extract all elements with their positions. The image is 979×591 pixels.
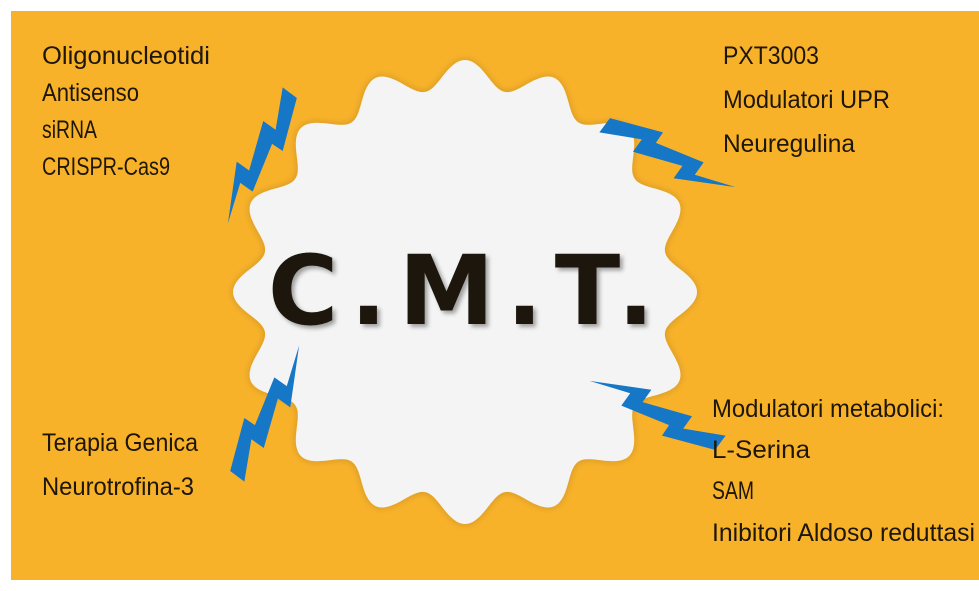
group-bottom-right: Modulatori metabolici: L-Serina SAM Inib… <box>712 395 975 547</box>
list-item: Modulatori metabolici: <box>712 395 944 423</box>
list-item: CRISPR-Cas9 <box>42 153 170 181</box>
group-top-left: Oligonucleotidi Antisenso siRNA CRISPR-C… <box>42 42 210 181</box>
center-title: C.M.T. <box>268 235 666 347</box>
lightning-bolt-icon-bottom-left <box>230 345 300 482</box>
group-top-right: PXT3003 Modulatori UPR Neuregulina <box>723 42 890 158</box>
lightning-bolt-icon-top-right <box>599 118 736 188</box>
list-item: Neurotrofina-3 <box>42 473 194 501</box>
list-item: PXT3003 <box>723 42 819 70</box>
list-item: Antisenso <box>42 79 139 107</box>
lightning-bolt-icon-top-left <box>227 87 297 224</box>
list-item: siRNA <box>42 116 97 144</box>
list-item: Terapia Genica <box>42 429 198 457</box>
lightning-bolt-icon-bottom-right <box>589 380 726 450</box>
list-item: L-Serina <box>712 436 810 464</box>
list-item: Modulatori UPR <box>723 86 890 114</box>
list-item: Oligonucleotidi <box>42 42 210 70</box>
center-scallop-shape <box>233 60 697 524</box>
list-item: Neuregulina <box>723 130 855 158</box>
group-bottom-left: Terapia Genica Neurotrofina-3 <box>42 429 198 501</box>
list-item: SAM <box>712 477 754 505</box>
list-item: Inibitori Aldoso reduttasi <box>712 519 975 547</box>
